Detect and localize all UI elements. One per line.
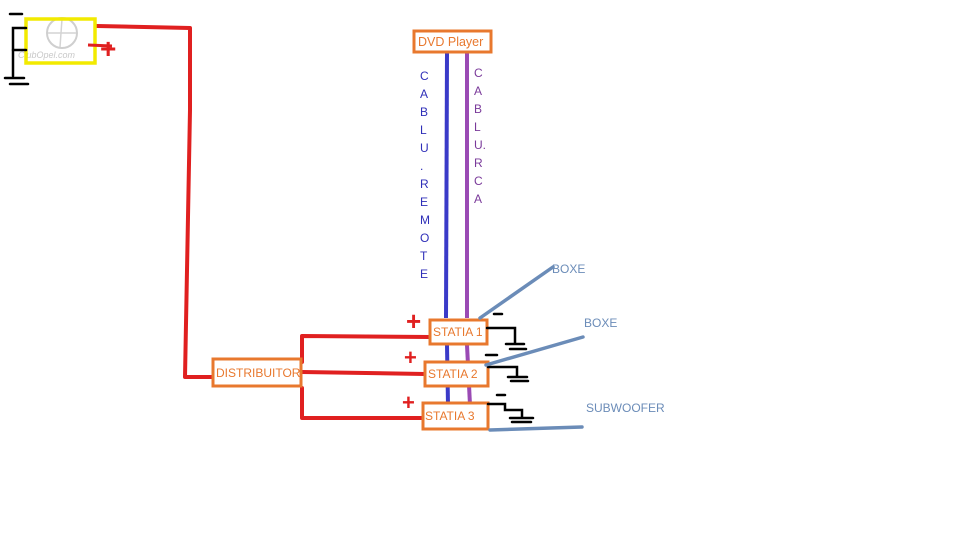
output-label-boxe-2: BOXE: [584, 316, 617, 330]
battery-plus-sign: +: [100, 33, 116, 64]
output-label-subwoofer: SUBWOOFER: [586, 401, 665, 415]
svg-text:.: .: [420, 159, 423, 173]
statia-3: STATIA 3 +: [402, 390, 490, 431]
boxe-2-wire: [484, 335, 585, 367]
power-wiring: [95, 24, 432, 420]
svg-text:E: E: [420, 195, 428, 209]
distributor-to-statia-3-wire: [300, 386, 425, 420]
statia-2-ground: [484, 353, 530, 383]
statia-1-plus-sign: +: [406, 306, 421, 336]
distributor-to-statia-1-wire: [300, 334, 432, 364]
svg-text:C: C: [474, 66, 483, 80]
svg-text:C: C: [474, 174, 483, 188]
statia-3-plus-sign: +: [402, 390, 415, 415]
boxe-1-wire: [478, 265, 555, 320]
svg-text:U: U: [420, 141, 429, 155]
remote-cable: [444, 52, 449, 319]
statia-2-label: STATIA 2: [428, 367, 478, 381]
battery-feed-wire: [95, 24, 216, 379]
statia-2: STATIA 2 +: [404, 345, 490, 388]
svg-text:A: A: [420, 87, 428, 101]
rca-cable-label: C A B L U. R C A: [474, 66, 486, 206]
statia-1-ground: [485, 312, 528, 351]
statia-2-plus-sign: +: [404, 345, 417, 370]
statia-1-label: STATIA 1: [433, 325, 483, 339]
battery-ground-wire: [3, 12, 30, 86]
dvd-player-box: [412, 29, 493, 54]
ground-wiring: [484, 312, 535, 424]
svg-text:B: B: [420, 105, 428, 119]
svg-text:L: L: [420, 123, 427, 137]
distributor-to-statia-2-wire: [300, 370, 427, 376]
logo-text: ClubOpel.com: [18, 50, 76, 60]
statia-3-box: [421, 401, 490, 431]
battery-box: [24, 17, 97, 65]
svg-text:E: E: [420, 267, 428, 281]
svg-text:A: A: [474, 192, 482, 206]
statia-1-box: [428, 318, 489, 346]
dvd-player-label: DVD Player: [418, 35, 483, 49]
svg-text:T: T: [420, 249, 428, 263]
svg-text:U.: U.: [474, 138, 486, 152]
statia-1: STATIA 1 +: [406, 306, 489, 346]
svg-text:C: C: [420, 69, 429, 83]
statia-3-label: STATIA 3: [425, 409, 475, 423]
remote-cable-label: C A B L U . R E M O T E: [420, 69, 430, 281]
speaker-wiring: [478, 265, 585, 432]
svg-text:M: M: [420, 213, 430, 227]
statia-2-box: [423, 360, 490, 388]
subwoofer-wire: [488, 425, 584, 432]
svg-text:R: R: [420, 177, 429, 191]
svg-text:A: A: [474, 84, 482, 98]
battery-positive-wire: [87, 43, 113, 48]
svg-text:L: L: [474, 120, 481, 134]
distributor-label: DISTRIBUITOR: [216, 366, 301, 380]
svg-text:O: O: [420, 231, 429, 245]
svg-text:R: R: [474, 156, 483, 170]
statia-3-ground: [486, 393, 535, 424]
distributor-box: [211, 357, 303, 388]
svg-text:B: B: [474, 102, 482, 116]
output-label-boxe-1: BOXE: [552, 262, 585, 276]
